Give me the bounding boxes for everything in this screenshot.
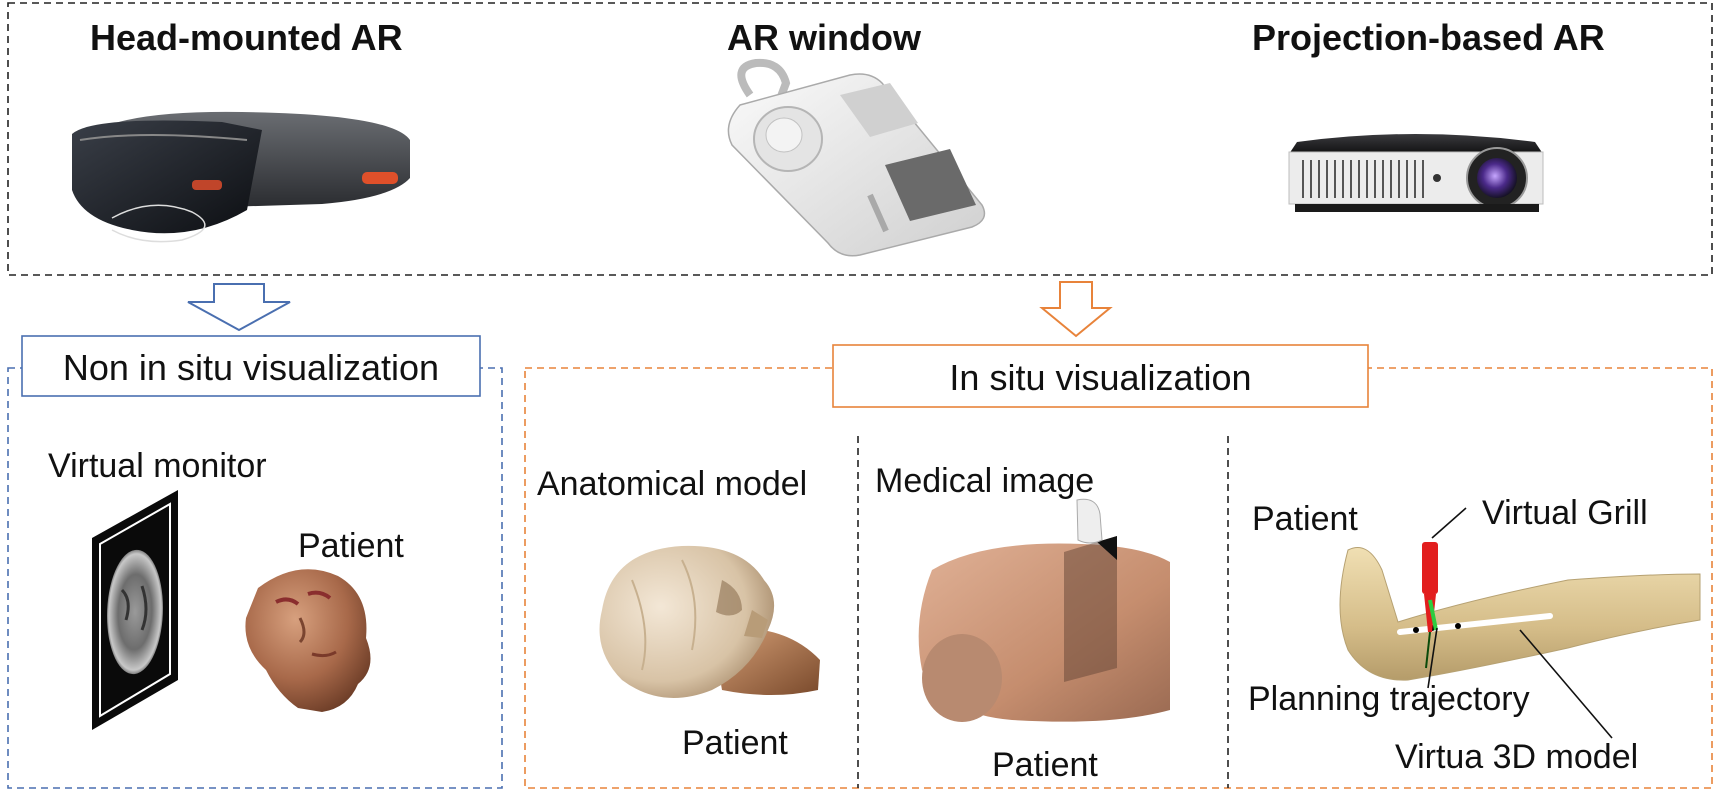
planning-trajectory-label: Planning trajectory [1248, 680, 1530, 718]
leg-model-icon [1339, 547, 1701, 681]
non-in-situ-label: Non in situ visualization [62, 347, 440, 388]
medical-image-title: Medical image [875, 462, 1095, 500]
projection-based-ar-title: Projection-based AR [1252, 17, 1605, 58]
orange-down-arrow-icon [1039, 281, 1113, 338]
medical-image-torso-icon [918, 498, 1170, 722]
anatomical-skull-head-icon [599, 545, 820, 698]
ar-window-title: AR window [727, 17, 921, 58]
virtual-monitor-label: Virtual monitor [48, 447, 267, 485]
anatomical-model-title: Anatomical model [537, 465, 808, 503]
in-situ-label: In situ visualization [949, 357, 1252, 398]
anatomical-patient-label: Patient [682, 724, 788, 762]
head-mounted-ar-title: Head-mounted AR [90, 17, 403, 58]
blue-down-arrow-icon [187, 283, 291, 332]
virtual-monitor-icon [92, 490, 178, 730]
devices-frame [7, 2, 1713, 276]
patient-face-icon [245, 569, 371, 712]
virtual-3d-model-label: Virtua 3D model [1395, 738, 1639, 776]
non-in-situ-label-box [21, 335, 481, 397]
projector-icon [1288, 134, 1544, 212]
virtual-drill-icon [1422, 542, 1438, 669]
in-situ-label-box [832, 344, 1369, 408]
virtual-grill-label: Virtual Grill [1482, 494, 1648, 532]
drill-patient-label: Patient [1252, 500, 1358, 538]
ar-headset-icon [72, 111, 410, 243]
medical-image-patient-label: Patient [992, 746, 1098, 784]
ar-window-device-icon [727, 58, 986, 257]
non-in-situ-patient-label: Patient [298, 527, 404, 565]
